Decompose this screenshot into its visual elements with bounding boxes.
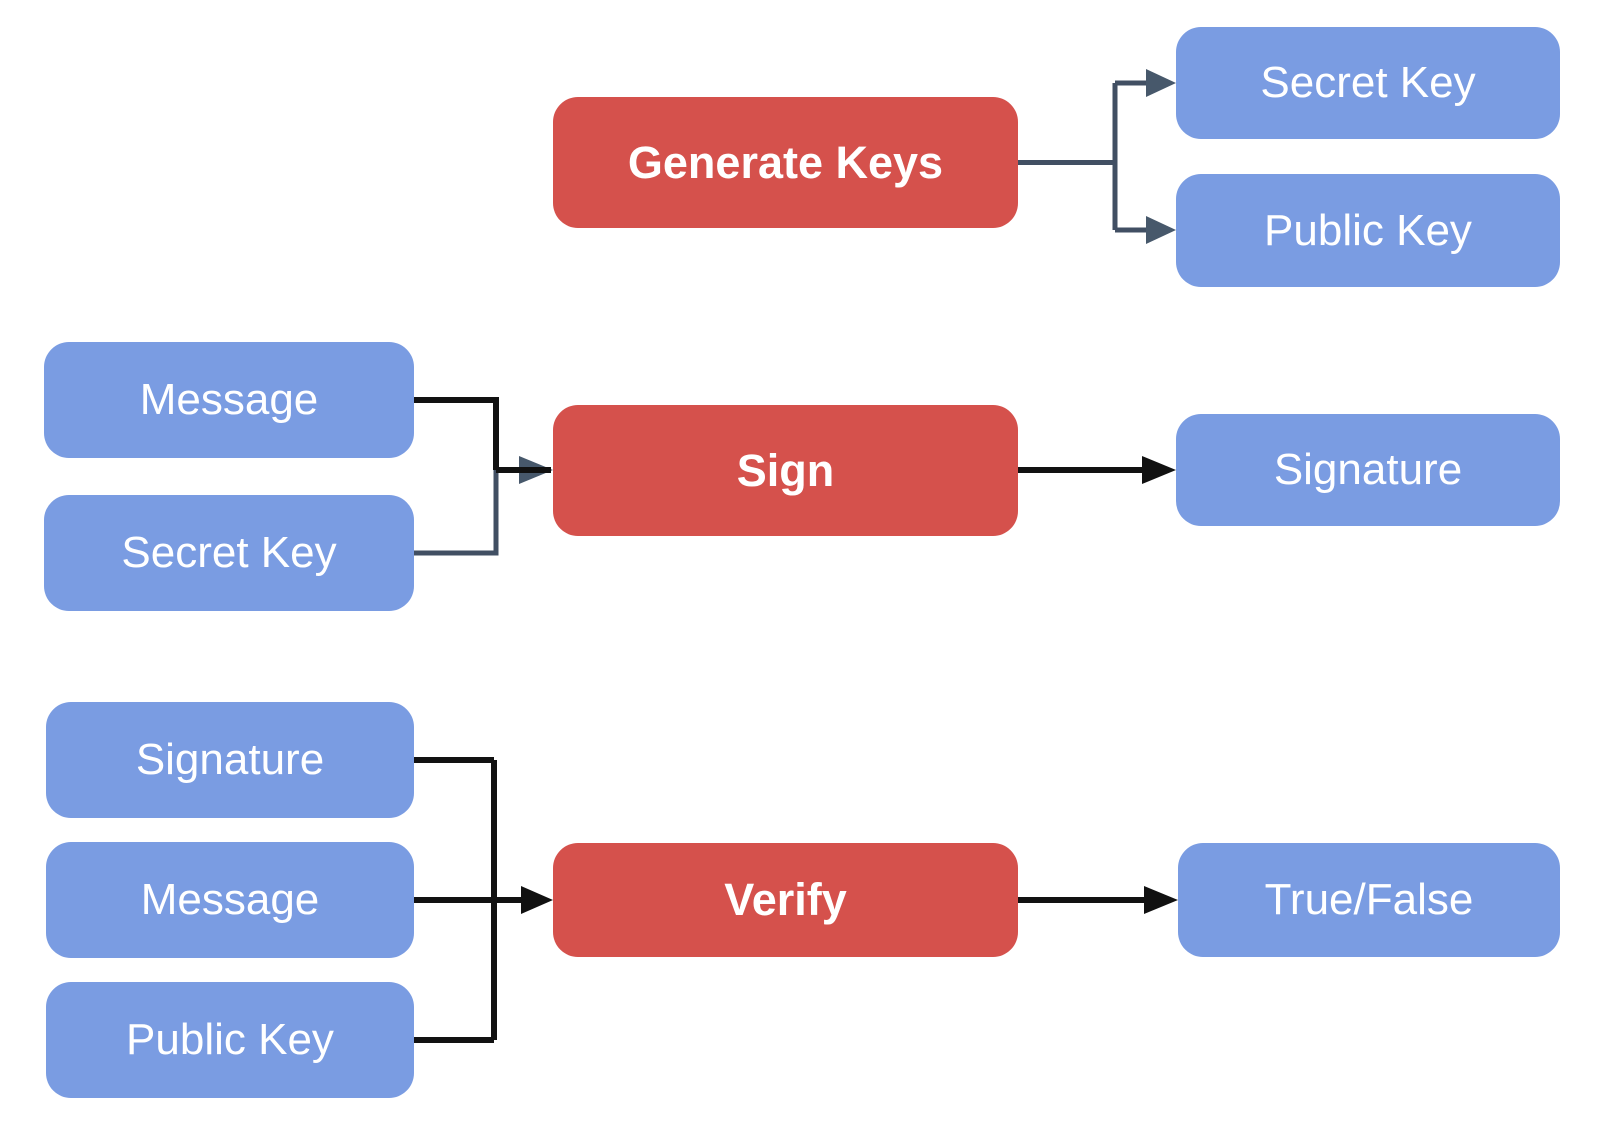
connector-generate-keys-branch — [1018, 69, 1176, 244]
node-public-key-verify-input: Public Key — [46, 982, 414, 1098]
node-message-verify-input-label: Message — [140, 875, 320, 924]
node-message-sign-input: Message — [44, 342, 414, 458]
connector-sign-inputs — [414, 397, 553, 556]
node-public-key-output-label: Public Key — [1264, 205, 1472, 255]
node-secret-key-sign-input-label: Secret Key — [121, 528, 337, 577]
node-secret-key-output: Secret Key — [1176, 27, 1560, 139]
node-sign: Sign — [553, 405, 1018, 536]
node-secret-key-sign-input: Secret Key — [44, 495, 414, 611]
node-verify-label: Verify — [724, 874, 847, 925]
arrowhead-to-signature-icon — [1142, 456, 1176, 484]
arrowhead-to-verify-icon — [521, 886, 553, 914]
node-secret-key-output-label: Secret Key — [1260, 58, 1476, 107]
arrowhead-to-true-false-icon — [1144, 886, 1178, 914]
node-signature-output-label: Signature — [1273, 445, 1463, 494]
node-generate-keys: Generate Keys — [553, 97, 1018, 228]
connector-verify-inputs — [414, 757, 553, 1043]
node-generate-keys-label: Generate Keys — [627, 136, 944, 188]
node-sign-label: Sign — [736, 444, 835, 496]
node-true-false-output: True/False — [1178, 843, 1560, 957]
node-public-key-verify-input-label: Public Key — [126, 1015, 334, 1064]
arrowhead-to-public-key-icon — [1146, 216, 1176, 244]
connector-sign-output — [1018, 456, 1176, 484]
node-signature-verify-input: Signature — [46, 702, 414, 818]
arrowhead-to-secret-key-icon — [1146, 69, 1176, 97]
node-message-sign-input-label: Message — [139, 375, 319, 424]
arrowhead-to-sign-icon — [519, 456, 553, 484]
node-verify: Verify — [553, 843, 1018, 957]
node-public-key-output: Public Key — [1176, 174, 1560, 287]
node-signature-output: Signature — [1176, 414, 1560, 526]
connector-verify-output — [1018, 886, 1178, 914]
node-true-false-output-label: True/False — [1264, 875, 1474, 924]
node-message-verify-input: Message — [46, 842, 414, 958]
node-signature-verify-input-label: Signature — [135, 735, 325, 784]
